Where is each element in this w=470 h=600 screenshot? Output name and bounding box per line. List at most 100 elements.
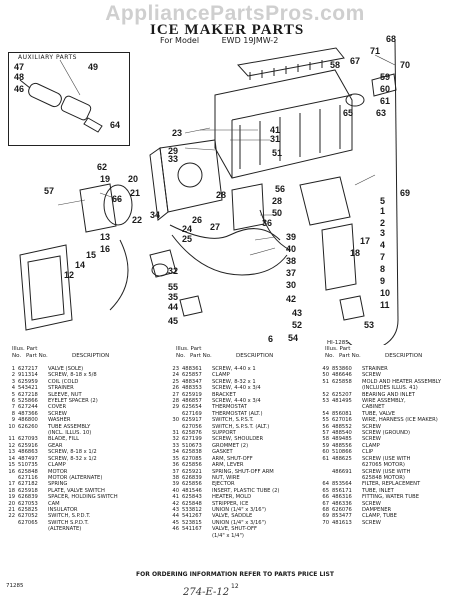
part-number: 625858 [332,378,352,385]
illus-number: 15 [8,462,15,469]
header-no-col2: No. [176,353,186,359]
illus-number: 4 [11,385,15,392]
illus-number: 28 [172,398,179,405]
callout-22: 22 [132,215,143,225]
callout-43: 43 [292,308,303,318]
illus-number: 57 [322,430,329,437]
part-number: 487497 [18,455,38,462]
callout-62: 62 [97,162,108,172]
callout-46: 46 [14,84,25,94]
illus-number: 38 [172,474,179,481]
table-row: CABINET [318,404,468,410]
ice-mold [214,69,353,179]
part-description: CLAMP [212,372,230,379]
page-number: 12 [231,583,239,590]
callout-8: 8 [380,264,386,274]
part-description: SWITCH, S.P.S.T. [212,417,254,424]
header-no-col1: No. [12,353,22,359]
callout-60: 60 [380,84,391,94]
part-number: 488556 [332,442,352,449]
header-description-col3: DESCRIPTION [385,353,423,359]
part-description: SCREW [362,519,381,526]
part-number: 627093 [18,436,38,443]
table-row: 627065 MOTOR) [318,462,468,468]
part-description: SCREW (USE WITH [362,468,411,475]
illus-number: 70 [322,519,329,526]
part-number: 911314 [18,372,38,379]
callout-11: 11 [380,300,390,310]
illus-number: 30 [172,417,179,424]
part-description: PLATE, VALVE SWITCH [48,487,105,494]
illus-number: 12 [8,442,15,449]
illus-number: 18 [8,487,15,494]
watermark: AppliancePartsPros.com [105,2,365,25]
callout-53: 53 [364,320,375,330]
callout-16: 16 [100,244,111,254]
callout-44: 44 [168,302,179,312]
illus-number: 11 [8,436,15,443]
part-description: MOTOR (ALTERNATE) [48,474,103,481]
part-description: SCREW, 8-18 x 5/8 [48,372,97,379]
illus-number: 56 [322,423,329,430]
part-description: SLEEVE, NUT [48,391,82,398]
illus-number: 44 [172,513,179,520]
part-number [182,533,212,539]
callout-32: 32 [168,266,179,276]
part-description: CABINET [362,404,385,411]
part-number: 625959 [18,378,38,385]
part-number: 627056 [182,423,202,430]
callout-71: 71 [370,46,381,56]
part-description: 625848 MOTOR) [362,474,405,481]
part-description: BEARING AND INLET [362,391,415,398]
part-description: BRACKET [212,391,236,398]
illus-number: 43 [172,506,179,513]
part-number: 486336 [332,500,352,507]
illus-number: 55 [322,417,329,424]
part-number: 486863 [18,449,38,456]
illus-number [168,533,179,539]
callout-13: 13 [100,232,111,242]
footer-code: 71285 [6,583,24,589]
header-partno-col3: Part No. [339,353,361,359]
part-description: VALVE, SHUT-OFF [212,526,257,533]
part-description: ARM, SHUT-OFF [212,455,253,462]
part-description: SCREW, 8-32 x 1/2 [48,455,97,462]
part-number: 488552 [332,423,352,430]
illus-number: 49 [322,366,329,372]
part-description: STRAINER [362,366,388,372]
part-number: 625654 [182,404,202,411]
part-description: UNION (1/4" x 3/16") [212,506,267,513]
callout-34: 34 [150,210,161,220]
callout-55: 55 [168,282,179,292]
part-number: 625919 [182,391,202,398]
part-number: 626839 [182,474,202,481]
callout-15: 15 [86,250,97,260]
callout-54: 54 [288,333,299,343]
part-description: DAMPENER [362,506,392,513]
part-description: EJECTOR [212,481,235,488]
part-description: STRIPPER, ICE [212,500,249,507]
drawing-reference: HI-1285 [327,340,349,346]
illus-number: 36 [172,462,179,469]
part-description: UNION (1/4" x 3/16") [212,519,267,526]
illus-number: 42 [172,500,179,507]
part-number: 488625 [332,455,352,462]
illus-number: 16 [8,468,15,475]
